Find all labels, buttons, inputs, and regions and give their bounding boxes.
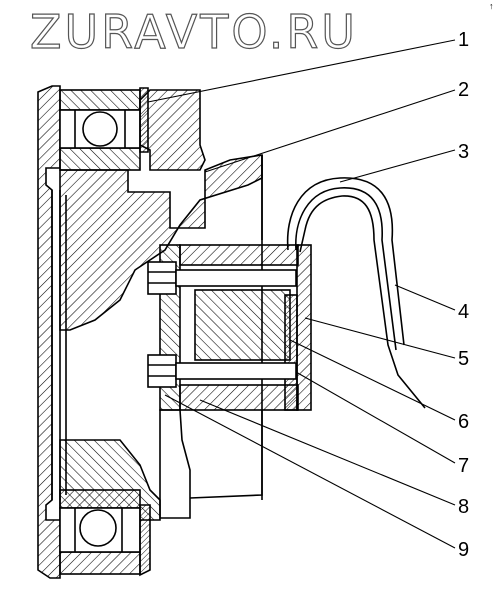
upper-bolt bbox=[147, 261, 297, 295]
callout-6: 6 bbox=[458, 411, 469, 433]
upper-bearing bbox=[59, 87, 149, 171]
callout-5: 5 bbox=[458, 348, 469, 370]
leader-3 bbox=[339, 149, 456, 183]
corner-mark: ↑ bbox=[489, 1, 494, 11]
callout-8: 8 bbox=[458, 496, 469, 518]
leader-lines bbox=[147, 39, 456, 549]
callout-7: 7 bbox=[458, 455, 469, 477]
leader-5 bbox=[304, 317, 456, 359]
callout-9: 9 bbox=[458, 539, 469, 561]
lower-bearing bbox=[59, 489, 151, 577]
leader-1 bbox=[147, 39, 456, 103]
leader-4 bbox=[394, 284, 456, 311]
leader-7 bbox=[295, 371, 456, 464]
lower-bearing-ball bbox=[79, 509, 117, 547]
leader-8 bbox=[199, 399, 456, 506]
lower-bolt bbox=[147, 354, 297, 388]
callout-2: 2 bbox=[458, 79, 469, 101]
upper-bearing-ball bbox=[82, 111, 118, 147]
callout-3: 3 bbox=[458, 141, 469, 163]
seal-ring bbox=[139, 87, 149, 153]
spring-clip bbox=[286, 177, 426, 409]
leader-9 bbox=[164, 394, 456, 549]
watermark-text: ZURAVTO.RU bbox=[30, 5, 358, 59]
leader-6 bbox=[289, 339, 456, 421]
callout-4: 4 bbox=[458, 301, 469, 323]
callout-1: 1 bbox=[458, 29, 469, 51]
leader-2 bbox=[204, 89, 456, 173]
